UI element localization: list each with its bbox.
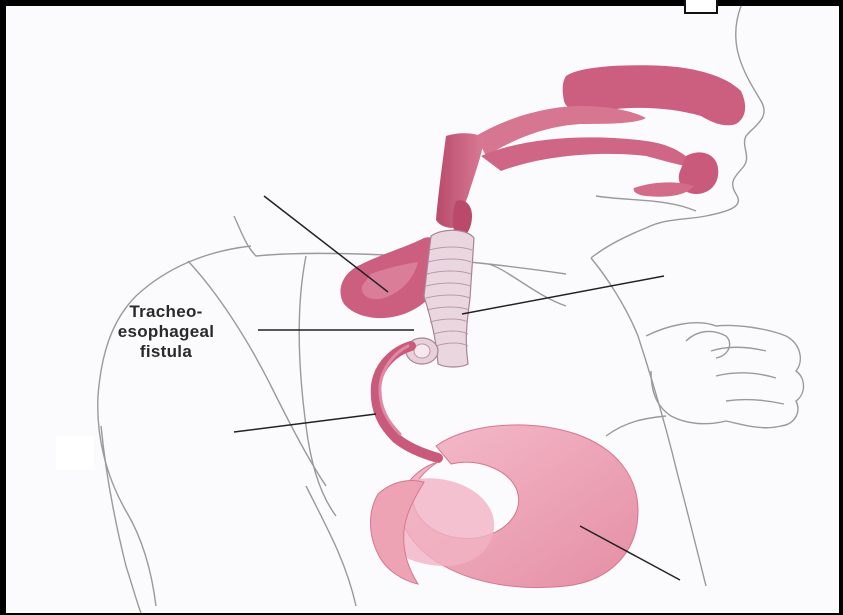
label-line-2: esophageal <box>66 322 266 342</box>
tongue-upper <box>481 137 696 171</box>
cheek-outline <box>596 196 696 211</box>
bronchus-lumen <box>414 344 430 358</box>
upper-arm-outline <box>98 246 251 606</box>
label-line-3: fistula <box>66 342 266 362</box>
nasopharynx <box>436 65 745 240</box>
lower-torso-outline <box>306 486 356 606</box>
white-patch <box>56 436 94 470</box>
face-profile-outline <box>591 6 764 258</box>
corner-box <box>684 0 718 14</box>
fistula-label: Tracheo- esophageal fistula <box>66 302 266 362</box>
thumb-outline <box>686 331 730 358</box>
illustration-canvas: Tracheo- esophageal fistula <box>6 6 839 613</box>
tongue-tip <box>634 182 694 196</box>
chest-outline <box>299 256 336 516</box>
hand-outline <box>646 323 804 428</box>
leader-line-pouch <box>264 196 388 292</box>
forearm-outline <box>606 416 666 436</box>
back-curve-outline <box>488 264 566 306</box>
leader-line-trachea <box>462 276 664 314</box>
inner-arm-outline <box>188 261 326 486</box>
label-line-1: Tracheo- <box>66 302 266 322</box>
torso-left-outline <box>101 426 141 613</box>
